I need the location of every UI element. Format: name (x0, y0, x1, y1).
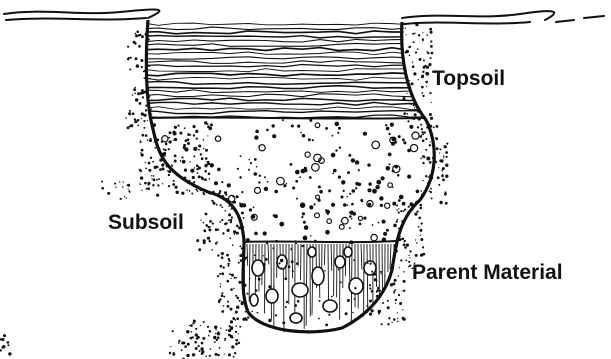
subsoil-label: Subsoil (108, 212, 184, 233)
topsoil-label: Topsoil (432, 68, 505, 89)
parent-material-label: Parent Material (412, 262, 563, 283)
topsoil-layer (140, 22, 428, 118)
ground-surface (4, 10, 604, 24)
parent-material-layer (244, 244, 398, 334)
